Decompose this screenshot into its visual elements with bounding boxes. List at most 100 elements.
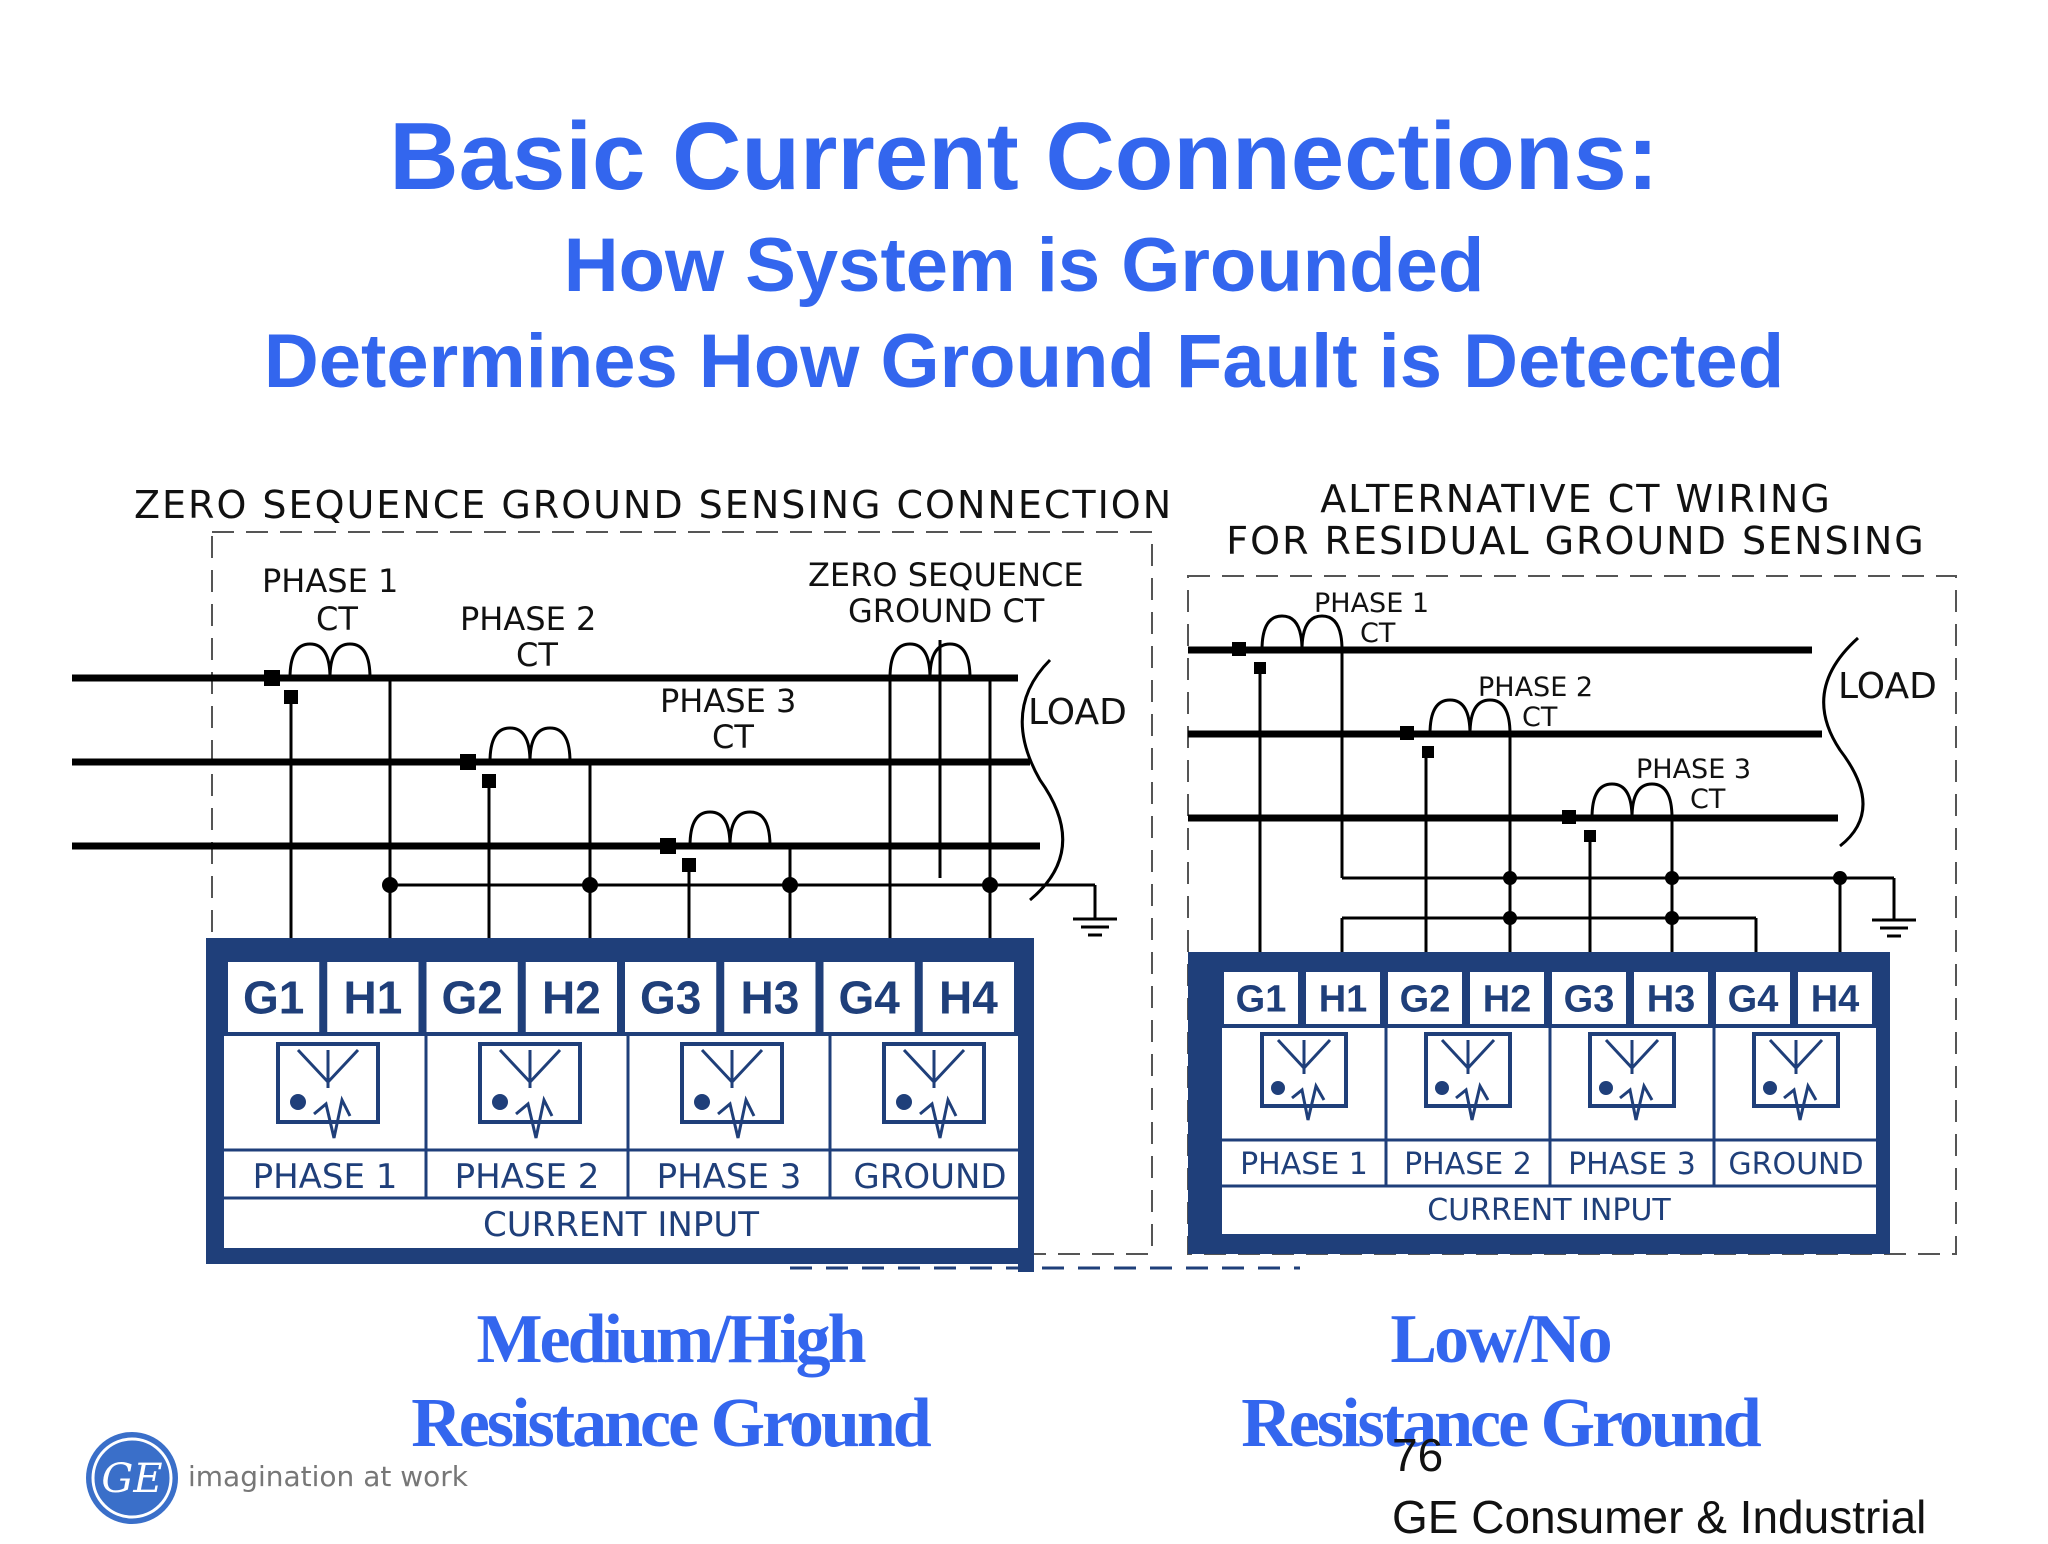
left-current-input-label: CURRENT INPUT <box>483 1205 759 1245</box>
left-polarity-mark <box>264 670 280 686</box>
right-phase2-ct-label: PHASE 2 <box>1478 672 1593 703</box>
right-terminal-label: H3 <box>1647 979 1696 1021</box>
right-polarity-mark <box>1584 830 1596 842</box>
left-terminal-box <box>228 962 320 1032</box>
right-input-label: PHASE 3 <box>1568 1147 1696 1182</box>
right-phase1-ct-label: CT <box>1360 618 1396 649</box>
right-heading-line2: FOR RESIDUAL GROUND SENSING <box>1226 519 1925 563</box>
left-sensor-phase3-icon <box>680 1042 784 1140</box>
left-polarity-mark <box>482 774 496 788</box>
left-ground-ct-label: GROUND CT <box>848 592 1045 630</box>
left-phase3-ct-label: PHASE 3 <box>660 682 796 720</box>
left-ground-ct-label: ZERO SEQUENCE <box>808 556 1084 594</box>
right-caption-line2: Resistance Ground <box>1241 1385 1761 1462</box>
left-sensor-ground-icon <box>882 1042 986 1140</box>
slide-subtitle-line2: Determines How Ground Fault is Detected <box>263 319 1785 404</box>
left-polarity-mark <box>682 858 696 872</box>
right-polarity-mark <box>1562 810 1576 824</box>
right-terminal-label: G3 <box>1564 979 1615 1021</box>
right-terminal-box <box>1552 972 1626 1024</box>
right-sensor-ground-icon <box>1752 1032 1840 1122</box>
left-load-bracket <box>1020 658 1065 902</box>
left-phase3-ct-label: CT <box>712 718 754 756</box>
right-input-label: PHASE 2 <box>1404 1147 1532 1182</box>
left-diagram: ZERO SEQUENCE GROUND SENSING CONNECTION <box>72 483 1173 1272</box>
right-terminal-label: G4 <box>1728 979 1779 1021</box>
left-phase2-ct-label: PHASE 2 <box>460 600 596 638</box>
left-heading: ZERO SEQUENCE GROUND SENSING CONNECTION <box>134 483 1173 527</box>
right-terminal-box <box>1470 972 1544 1024</box>
right-terminal-label: H1 <box>1319 979 1368 1021</box>
right-terminal-box <box>1716 972 1790 1024</box>
left-input-label: PHASE 2 <box>455 1157 600 1197</box>
slide-subtitle-line1: How System is Grounded <box>563 223 1485 308</box>
right-sensor-phase3-icon <box>1588 1032 1676 1122</box>
left-polarity-mark <box>660 838 676 854</box>
left-sensor-phase1-icon <box>276 1042 380 1140</box>
left-ground-ct <box>888 642 972 680</box>
right-terminal-box <box>1388 972 1462 1024</box>
left-terminal-label: H4 <box>939 972 998 1024</box>
right-ground-symbol <box>1870 904 1918 938</box>
right-terminal-label: H2 <box>1483 979 1532 1021</box>
left-terminal-label: G2 <box>441 972 502 1024</box>
left-input-label: PHASE 3 <box>657 1157 802 1197</box>
left-phase1-ct <box>288 642 372 680</box>
left-input-label: GROUND <box>853 1157 1006 1197</box>
left-phase1-ct-label: CT <box>316 600 358 638</box>
left-phase2-ct <box>488 726 572 764</box>
left-phase3-ct <box>688 810 772 848</box>
left-terminal-label: G4 <box>838 972 900 1024</box>
right-polarity-mark <box>1422 746 1434 758</box>
left-terminal-box <box>525 962 617 1032</box>
left-polarity-mark <box>460 754 476 770</box>
left-polarity-mark <box>284 690 298 704</box>
right-caption-line1: Low/No <box>1390 1301 1612 1378</box>
right-phase2-ct-label: CT <box>1522 702 1558 733</box>
right-terminal-label: H4 <box>1811 979 1860 1021</box>
right-input-label: PHASE 1 <box>1240 1147 1368 1182</box>
left-terminal-box <box>922 962 1014 1032</box>
right-terminal-box <box>1798 972 1872 1024</box>
ge-logo-icon: GE <box>86 1432 178 1524</box>
left-terminal-label: G3 <box>640 972 701 1024</box>
left-terminal-label: H1 <box>343 972 402 1024</box>
footer-organization: GE Consumer & Industrial <box>1392 1491 1927 1543</box>
left-terminal-row: G1 H1 G2 H2 G3 H3 G4 H4 <box>228 962 1014 1032</box>
right-sensor-phase1-icon <box>1260 1032 1348 1122</box>
right-diagram: ALTERNATIVE CT WIRING FOR RESIDUAL GROUN… <box>1187 477 1957 1255</box>
right-terminal-label: G1 <box>1236 979 1287 1021</box>
left-frame <box>211 531 1153 1255</box>
left-terminal-box <box>724 962 816 1032</box>
ge-logo-text: GE <box>101 1456 162 1502</box>
right-polarity-mark <box>1254 662 1266 674</box>
right-terminal-box <box>1306 972 1380 1024</box>
left-terminal-label: H2 <box>542 972 601 1024</box>
right-load-label: LOAD <box>1838 666 1937 707</box>
slide-title: Basic Current Connections: <box>389 103 1659 210</box>
right-phase1-ct <box>1260 614 1344 652</box>
left-phase2-ct-label: CT <box>516 636 558 674</box>
right-terminal-box <box>1224 972 1298 1024</box>
right-sensor-phase2-icon <box>1424 1032 1512 1122</box>
left-terminal-box <box>426 962 518 1032</box>
right-heading-line1: ALTERNATIVE CT WIRING <box>1320 477 1832 521</box>
right-phase3-ct <box>1590 782 1674 820</box>
page-number: 76 <box>1392 1429 1444 1481</box>
right-phase3-ct-label: PHASE 3 <box>1636 754 1751 785</box>
tagline: imagination at work <box>188 1460 468 1493</box>
left-ground-symbol <box>1071 903 1119 937</box>
left-sensor-phase2-icon <box>478 1042 582 1140</box>
right-phase1-ct-label: PHASE 1 <box>1314 588 1429 619</box>
right-input-label: GROUND <box>1728 1147 1863 1182</box>
left-terminal-box <box>823 962 915 1032</box>
left-terminal-label: G1 <box>243 972 304 1024</box>
left-caption-line1: Medium/High <box>476 1301 866 1378</box>
left-phase1-ct-label: PHASE 1 <box>262 562 398 600</box>
left-terminal-label: H3 <box>740 972 799 1024</box>
left-terminal-box <box>625 962 717 1032</box>
right-terminal-box <box>1634 972 1708 1024</box>
left-caption-line2: Resistance Ground <box>411 1385 931 1462</box>
right-frame <box>1187 575 1957 1255</box>
